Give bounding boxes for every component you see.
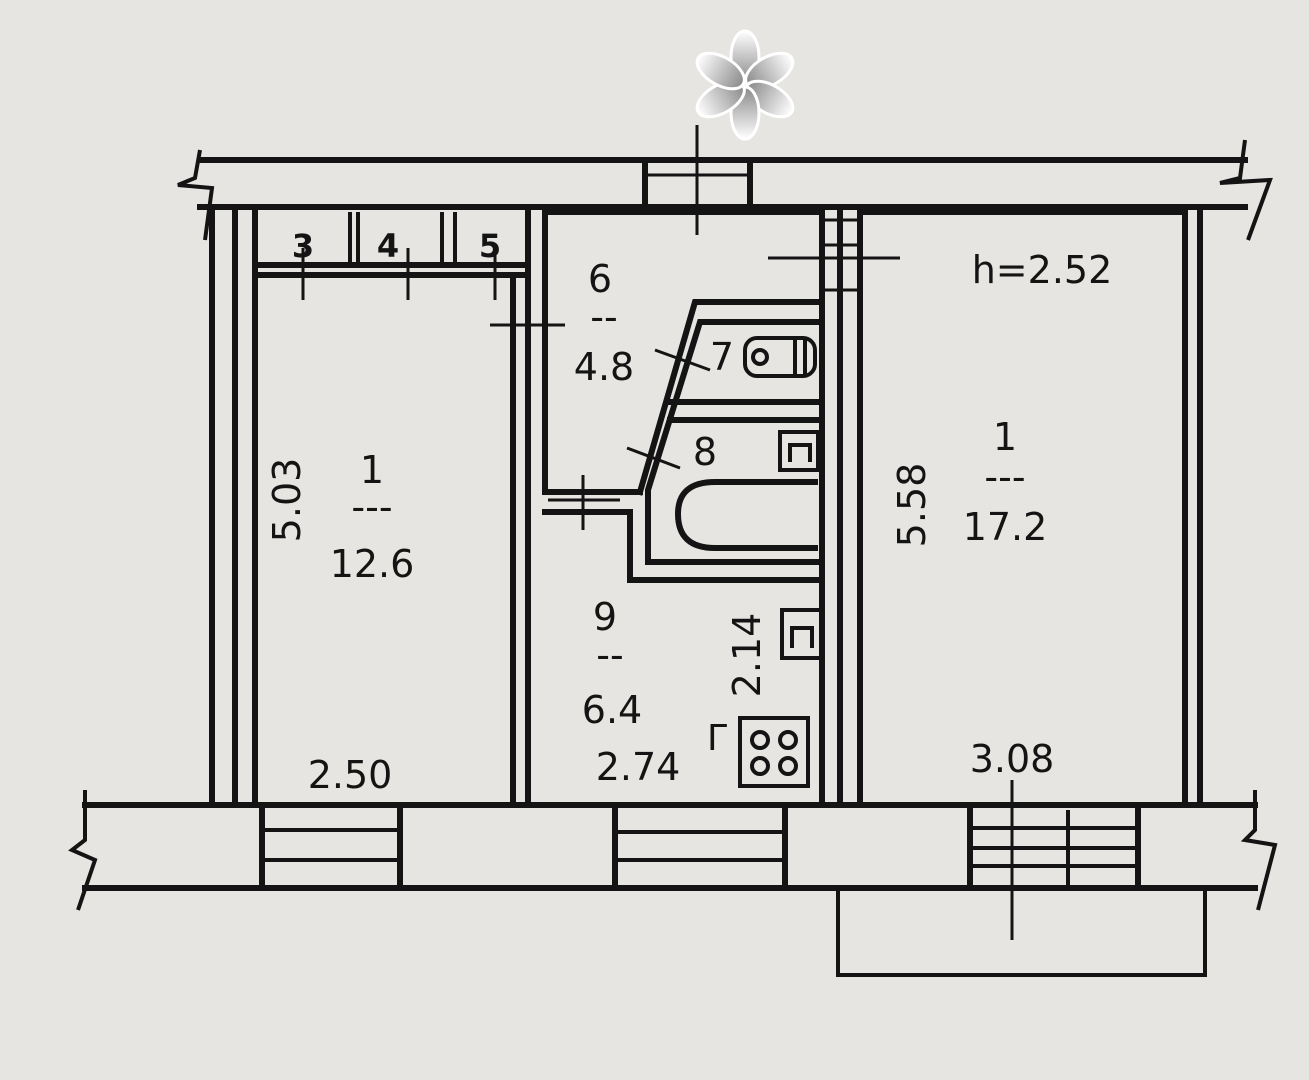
right-room-divider: --- [984,455,1025,499]
bathroom-number: 8 [693,430,717,474]
right-room-width: 3.08 [970,737,1055,781]
kitchen-divider: -- [596,633,623,677]
closet-label-5: 5 [479,227,501,265]
ceiling-height: h=2.52 [972,248,1113,292]
watermark-asterisk-icon [695,29,795,141]
left-room-length: 5.03 [265,458,309,543]
hall-area: 4.8 [574,345,634,389]
left-room-area: 12.6 [330,542,415,586]
core-walls [542,209,900,808]
toilet-number: 7 [710,335,734,379]
window-right [970,810,1138,888]
bottom-wall [68,790,1278,911]
right-room-length: 5.58 [890,463,934,548]
hall-number: 6 [588,257,612,301]
right-room-number: 1 [993,415,1017,459]
window-kitchen [615,830,785,862]
stove-icon [738,716,810,788]
closet-label-3: 3 [292,227,314,265]
stove-mark: Г [707,718,729,759]
hall-divider: -- [590,295,617,339]
top-wall [177,125,1273,241]
kitchen-number: 9 [593,595,617,639]
kitchen-length: 2.14 [725,613,769,698]
left-room-number: 1 [360,448,384,492]
left-room-walls [252,209,825,808]
bathroom-sink-icon [778,430,820,472]
closet-label-4: 4 [377,227,399,265]
left-room-divider: --- [351,485,392,529]
toilet-icon [743,336,817,378]
kitchen-area: 6.4 [582,688,642,732]
right-room-walls [857,204,1203,808]
left-wall [209,204,238,808]
kitchen-width: 2.74 [596,745,681,789]
window-left [262,828,400,862]
kitchen-sink-icon [780,608,824,660]
balcony [836,780,1207,977]
bathtub-icon [674,479,818,551]
left-room-width: 2.50 [308,753,393,797]
right-room-area: 17.2 [963,505,1048,549]
